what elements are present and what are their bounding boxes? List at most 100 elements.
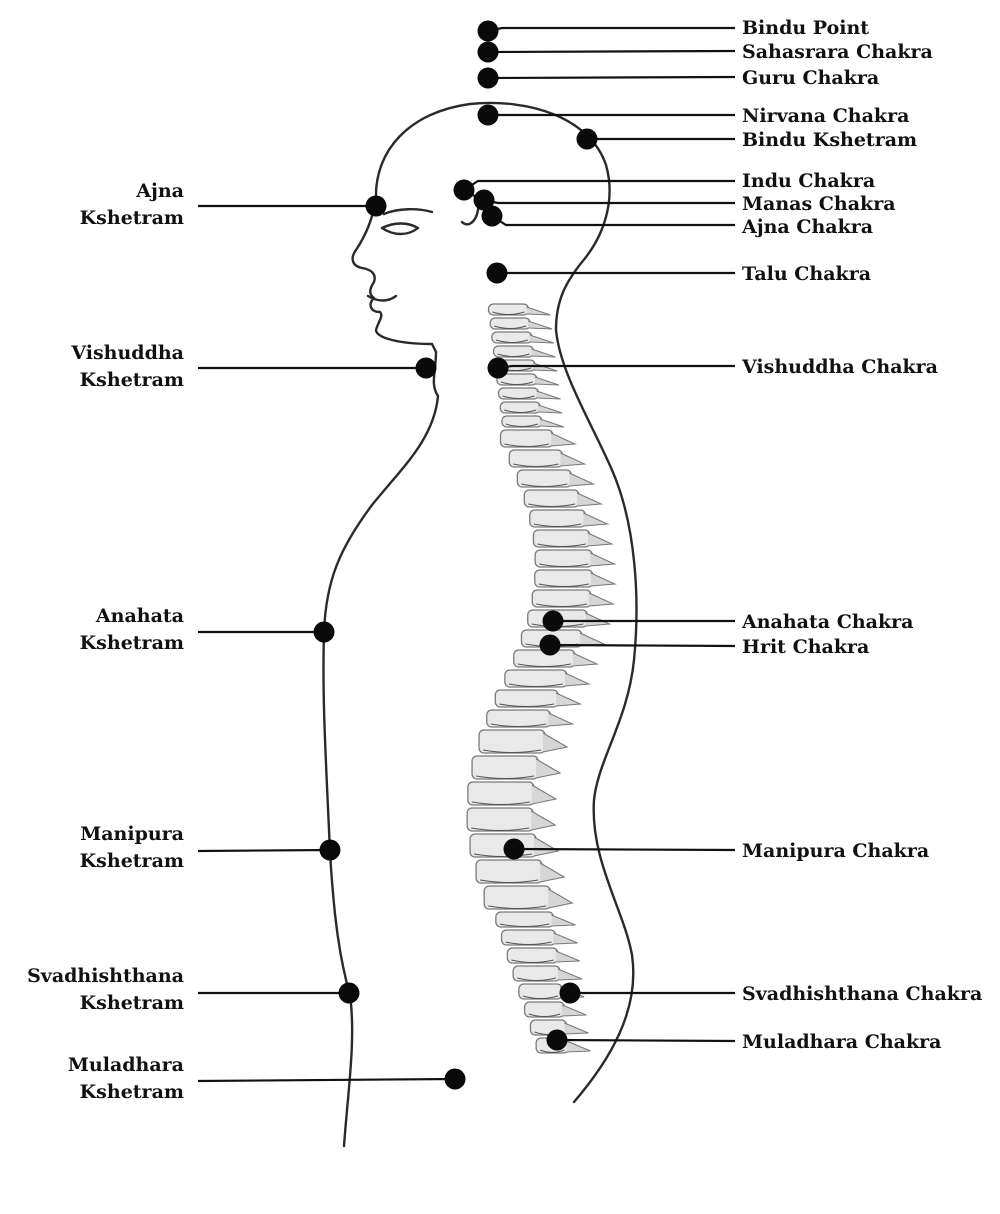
vertebra-shade [500, 381, 534, 385]
vertebra-shade [521, 483, 568, 487]
spinous-process [562, 1004, 587, 1017]
eyebrow-outline [382, 208, 434, 216]
vertebra-shade [528, 503, 576, 507]
spinous-process [564, 672, 592, 687]
spinous-process [547, 888, 574, 909]
label-bindu-point: Bindu Point [742, 17, 869, 39]
label-muladhara-kshetram-line1: Muladhara [68, 1054, 184, 1076]
vertebra-shade [508, 683, 563, 687]
point-talu-chakra [486, 262, 508, 284]
label-muladhara-chakra: Muladhara Chakra [742, 1031, 941, 1053]
point-svadhishthana-kshetram [338, 982, 360, 1004]
label-ajna-chakra: Ajna Chakra [741, 216, 873, 238]
label-svadhishthana-kshetram-line1: Svadhishthana [27, 965, 184, 987]
vertebra [483, 885, 551, 910]
head-and-back-outline [374, 101, 638, 1104]
label-svadhishthana-kshetram-line2: Kshetram [80, 992, 184, 1014]
vertebra [478, 729, 546, 754]
spinous-process [535, 758, 562, 779]
spinous-process [534, 376, 560, 386]
point-guru-chakra [477, 67, 499, 89]
spinous-process [590, 552, 617, 567]
point-vishuddha-kshetram [415, 357, 437, 379]
vertebra [489, 317, 531, 330]
vertebra-shade [504, 443, 550, 447]
vertebra [466, 807, 534, 832]
label-vishuddha-kshetram-line2: Kshetram [80, 369, 184, 391]
vertebra-shade [494, 325, 527, 329]
vertebra-shade [473, 853, 533, 857]
label-indu-chakra: Indu Chakra [742, 170, 875, 192]
spinous-process [572, 652, 600, 667]
point-nirvana-chakra [477, 104, 499, 126]
spinous-process [557, 968, 583, 981]
leader-line-manipura-kshetram [197, 848, 331, 853]
vertebra-shade [517, 663, 572, 667]
vertebra-shade [539, 1049, 565, 1053]
label-vishuddha-kshetram-line1: Vishuddha [70, 342, 184, 364]
point-ajna-chakra [481, 205, 503, 227]
point-bindu-kshetram [576, 128, 598, 150]
spinous-process [564, 1022, 589, 1035]
spinous-process [555, 692, 583, 707]
spinous-process [555, 950, 580, 963]
label-manas-chakra: Manas Chakra [742, 193, 896, 215]
point-muladhara-chakra [546, 1029, 568, 1051]
vertebra [471, 755, 539, 780]
spinous-process [539, 862, 566, 883]
leader-line-muladhara-kshetram [197, 1077, 456, 1083]
point-anahata-kshetram [313, 621, 335, 643]
label-vishuddha-chakra: Vishuddha Chakra [741, 356, 938, 378]
vertebra [497, 387, 540, 400]
vertebra-shade [516, 977, 557, 981]
vertebra-shade [497, 353, 530, 357]
label-manipura-kshetram-line1: Manipura [80, 823, 184, 845]
label-svadhishthana-chakra: Svadhishthana Chakra [742, 983, 982, 1005]
vertebra [475, 859, 543, 884]
vertebra-shade [482, 749, 542, 753]
point-hrit-chakra [539, 634, 561, 656]
leader-line-manipura-chakra [513, 847, 736, 852]
spinous-process [531, 784, 558, 805]
leader-lines [197, 26, 736, 1083]
spinous-process [583, 512, 610, 527]
vertebra [487, 303, 530, 316]
vertebra-shade [538, 583, 589, 587]
point-indu-chakra [453, 179, 475, 201]
label-nirvana-chakra: Nirvana Chakra [742, 105, 909, 127]
vertebra-shade [505, 423, 539, 427]
vertebra [469, 833, 537, 858]
point-manas-chakra [473, 189, 495, 211]
spinous-process [585, 612, 612, 627]
vertebra-shade [499, 703, 555, 707]
label-ajna-kshetram-line2: Kshetram [80, 207, 184, 229]
spinous-process [579, 632, 607, 647]
right-label-group: Bindu Point Sahasrara Chakra Guru Chakra… [741, 17, 982, 1053]
leader-line-bindu-point [487, 26, 735, 33]
vertebra-shade [499, 923, 550, 927]
spinous-process [588, 592, 616, 607]
spinous-process [587, 532, 614, 547]
leader-line-indu-chakra [463, 179, 735, 191]
point-svadhishthana-chakra [559, 982, 581, 1004]
spinous-process [530, 810, 557, 831]
label-anahata-kshetram-line2: Kshetram [80, 632, 184, 654]
leader-line-hrit-chakra [549, 643, 736, 648]
leader-line-muladhara-chakra [556, 1038, 736, 1043]
spinous-process [529, 334, 555, 344]
vertebra-shade [471, 827, 530, 831]
label-bindu-kshetram: Bindu Kshetram [742, 129, 917, 151]
spinous-process [566, 1040, 591, 1053]
point-muladhara-kshetram [444, 1068, 466, 1090]
vertebra [492, 345, 535, 358]
spinous-process [538, 404, 563, 414]
face-profile-outline [351, 198, 438, 354]
point-ajna-kshetram [365, 195, 387, 217]
vertebra-shade [522, 995, 559, 999]
vertebra [491, 331, 533, 344]
leader-line-guru-chakra [487, 75, 736, 80]
leader-line-ajna-chakra [491, 215, 735, 227]
spinous-process [536, 390, 561, 400]
